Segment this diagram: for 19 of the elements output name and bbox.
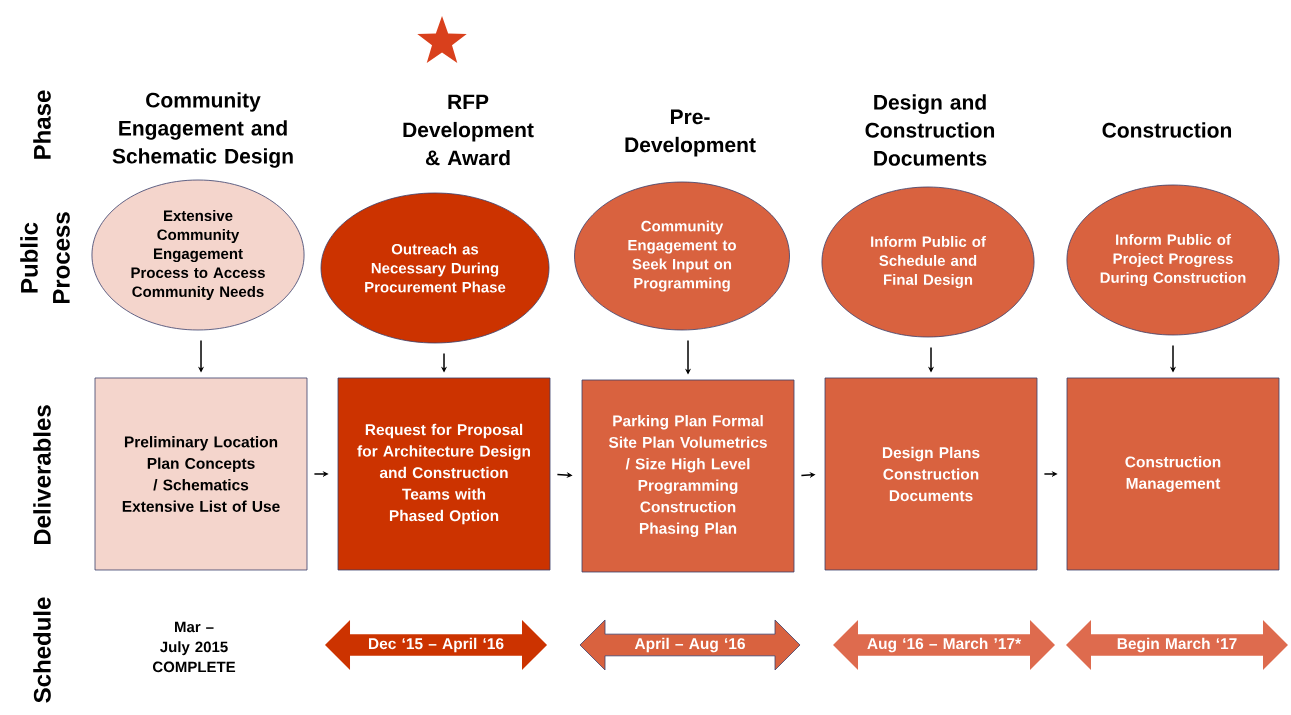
phase-heading: Construction: [1102, 122, 1232, 138]
phase-heading: Community Engagement and Schematic Design: [112, 92, 293, 168]
schedule-note: Mar – July 2015 COMPLETE: [152, 621, 236, 673]
date-range-banner: April – Aug ‘16: [579, 619, 801, 671]
row-label: Phase: [33, 90, 51, 159]
row-label: Schedule: [33, 597, 51, 703]
deliverable-box: Construction Management: [1066, 377, 1280, 571]
date-range-banner: Begin March ‘17: [1066, 620, 1288, 670]
date-range-banner: Dec ‘15 – April ‘16: [325, 620, 547, 670]
date-range-banner: Aug ‘16 – March ’17*: [833, 620, 1055, 670]
row-label: Public Process: [20, 212, 70, 304]
deliverable-box: Preliminary Location Plan Concepts / Schematics Extensive List of Use: [94, 377, 308, 571]
phase-heading: Design and Construction Documents: [865, 94, 995, 166]
row-label: Deliverables: [33, 405, 51, 545]
deliverable-box: Design Plans Construction Documents: [824, 377, 1038, 571]
phase-heading: Pre- Development: [625, 109, 756, 157]
deliverable-box: Request for Proposal for Architecture Design and Construction Teams with Phased Option: [337, 377, 551, 571]
deliverable-box: Parking Plan Formal Site Plan Volumetrics / Size High Level Programming Construction Phasing Plan: [581, 379, 795, 573]
phase-heading: RFP Development & Award: [403, 94, 534, 166]
